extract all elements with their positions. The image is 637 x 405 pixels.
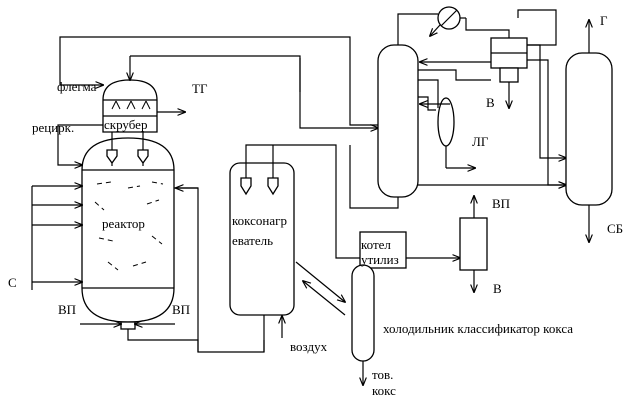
separator-liquid-line	[527, 59, 566, 185]
vapor-to-column-line	[299, 58, 378, 128]
separator-reflux-line	[418, 69, 491, 81]
recirc-line	[57, 124, 103, 165]
label-boiler-line2: утилиз	[361, 252, 399, 267]
label-g: Г	[600, 13, 608, 28]
heater-flue-line	[245, 144, 360, 259]
label-scrubber: скрубер	[104, 117, 148, 132]
reactor-outlet	[120, 321, 136, 330]
label-cooler: холодильник классификатор кокса	[383, 321, 574, 336]
label-coke-line2: кокс	[372, 383, 396, 398]
fractionation-column	[377, 44, 419, 198]
lg-draw-line	[418, 79, 439, 108]
label-v-top: В	[486, 95, 495, 110]
reactor-bed-pattern	[94, 181, 164, 271]
separator-boot	[499, 67, 519, 83]
label-tg: ТГ	[192, 81, 208, 96]
gas-separator-vessel	[565, 52, 613, 206]
label-lg: ЛГ	[472, 134, 489, 149]
scrubber-sprayers	[111, 100, 151, 110]
label-vp-left: ВП	[58, 302, 77, 317]
heater-to-cooler-arrow	[295, 261, 345, 302]
column-bottom-line	[349, 145, 399, 209]
label-vp-top: ВП	[492, 196, 511, 211]
label-heater-line1: коксонагр	[232, 213, 287, 228]
label-air: воздух	[290, 339, 328, 354]
cooler-to-heater-arrow	[303, 281, 346, 316]
label-recirc: рецирк.	[32, 120, 75, 135]
condenser-slash	[440, 9, 458, 27]
condenser-return-arrow	[430, 24, 441, 36]
condenser-to-separator-line	[465, 18, 510, 38]
label-sb: СБ	[607, 221, 624, 236]
heater-return-line	[174, 187, 199, 352]
cyclone-right	[137, 149, 149, 165]
separator-top-line	[517, 9, 557, 46]
label-heater-line2: еватель	[232, 233, 274, 248]
vapor-line-top	[130, 55, 301, 92]
stripper-vessel	[437, 97, 455, 147]
heater-cyclone-right	[267, 177, 279, 196]
cooler-vessel	[351, 264, 375, 362]
label-s: С	[8, 275, 17, 290]
label-reactor: реактор	[102, 216, 145, 231]
column-overhead-line	[397, 13, 438, 45]
coke-heater-vessel	[229, 162, 295, 316]
flegma-line	[59, 36, 378, 126]
cyclone-left	[106, 149, 118, 165]
heater-cyclone-left	[240, 177, 252, 196]
label-coke-line1: тов.	[372, 367, 394, 382]
label-vp-right: ВП	[172, 302, 191, 317]
boiler-box	[359, 231, 407, 269]
coke-transfer-line	[127, 315, 265, 353]
label-flegma: флегма	[57, 79, 97, 94]
label-boiler-line1: котел	[361, 237, 391, 252]
separator-gas-line	[527, 44, 566, 158]
heat-exchanger	[459, 217, 488, 271]
label-v-bottom: В	[493, 281, 502, 296]
